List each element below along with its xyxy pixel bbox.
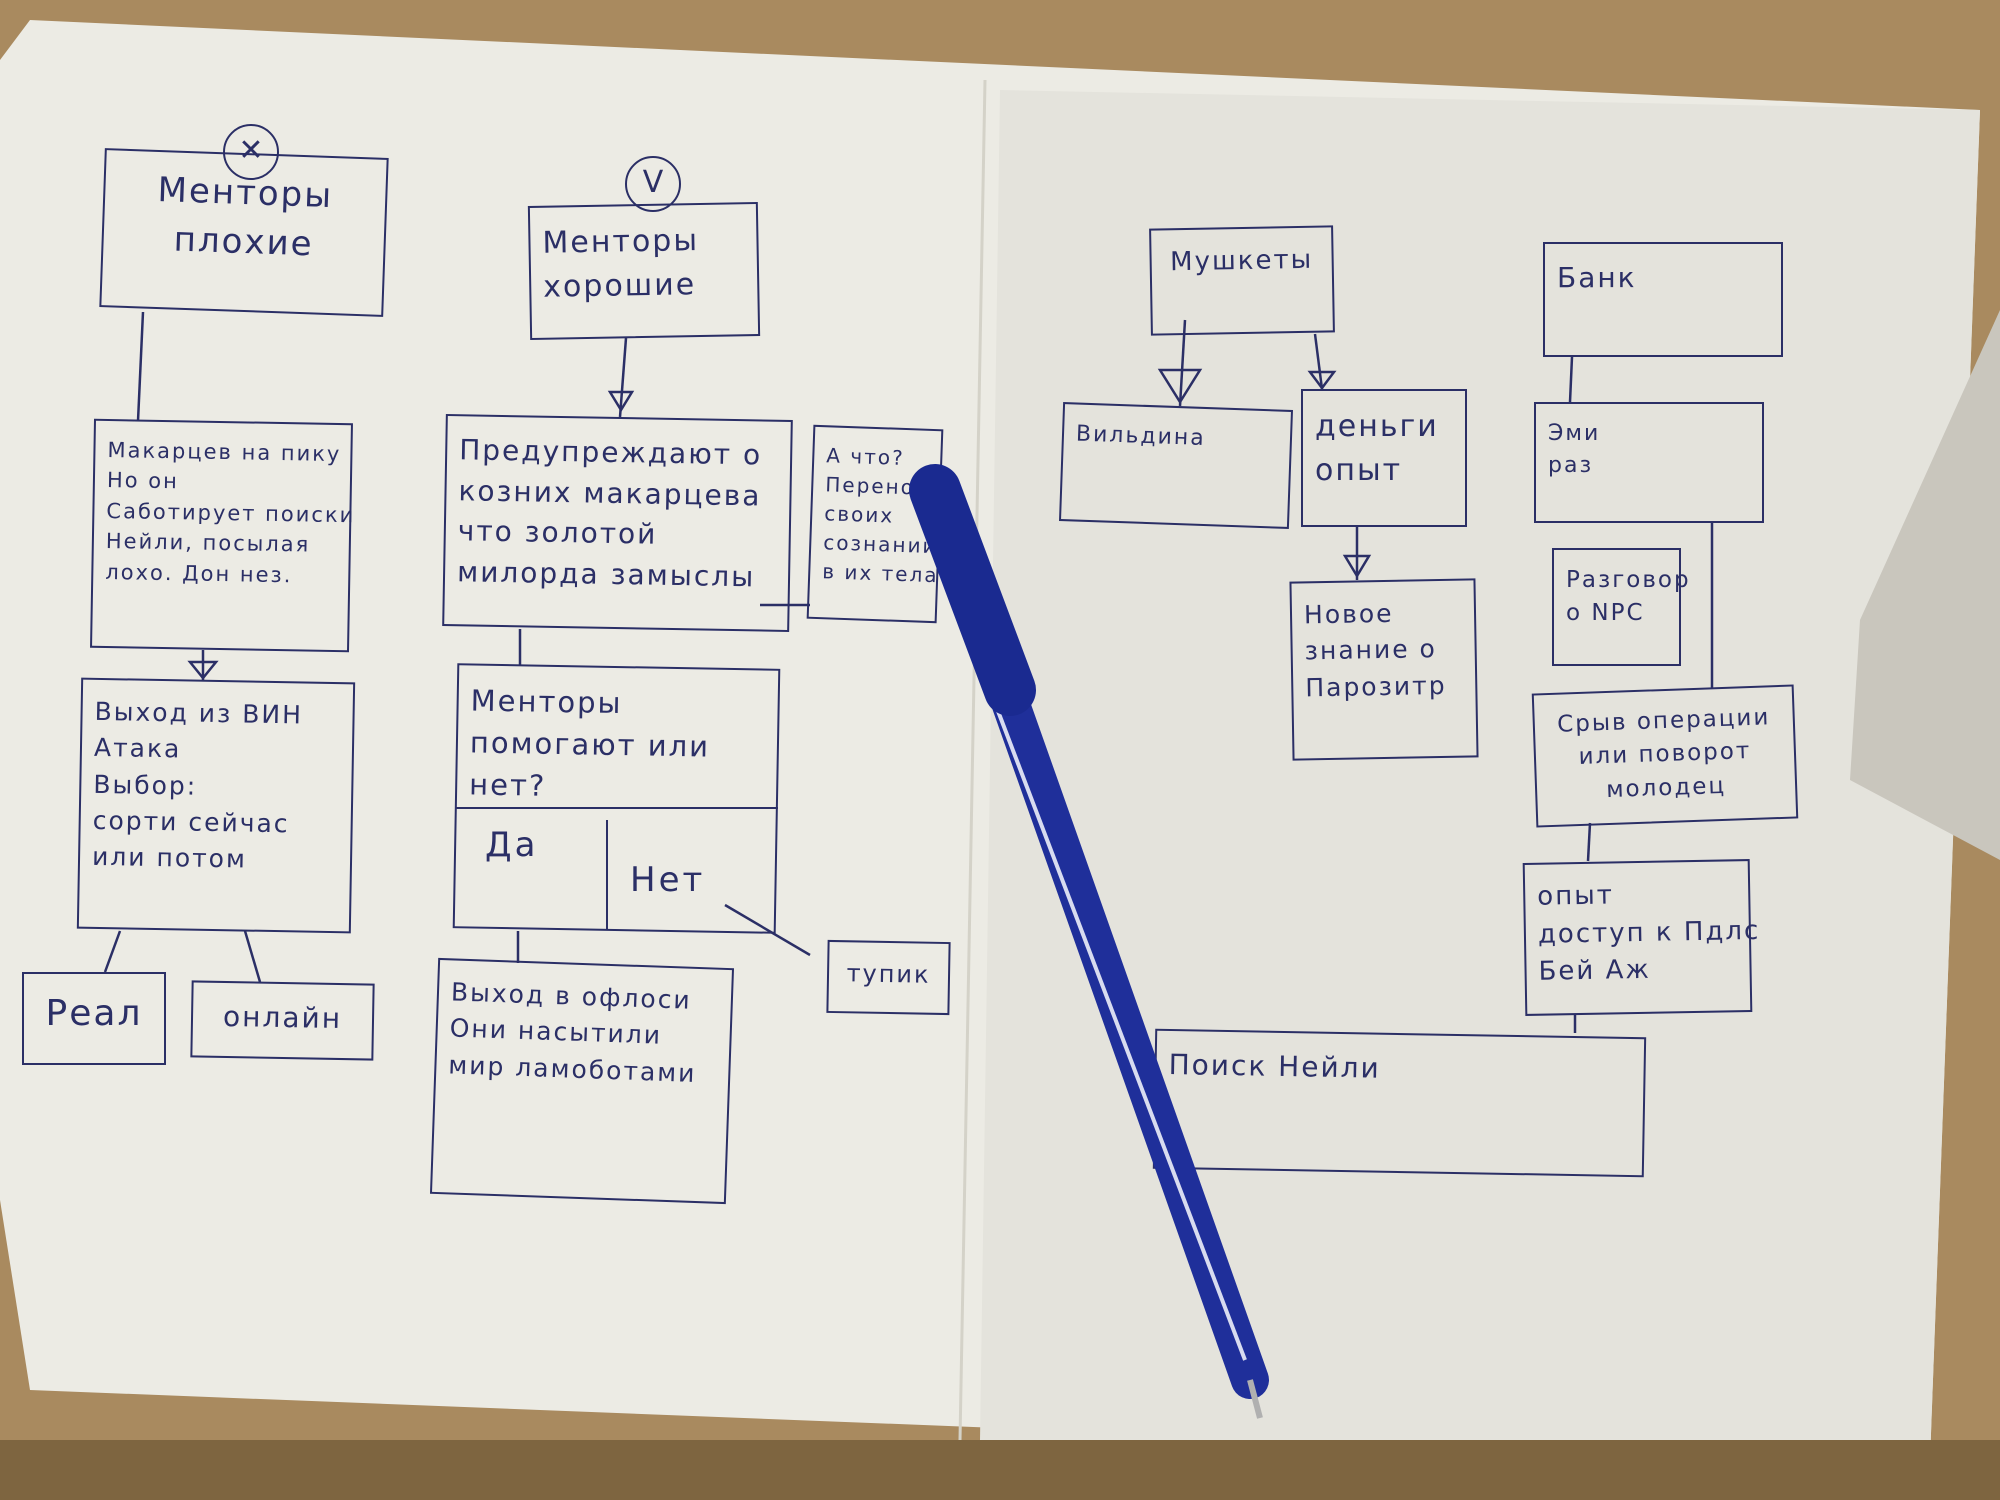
flow-box-money: деньги опыт xyxy=(1301,389,1467,527)
flow-box-real: Реал xyxy=(22,972,166,1065)
flow-box-emi: Эми раз xyxy=(1534,402,1764,523)
arrowhead xyxy=(187,660,219,680)
choice-separator xyxy=(606,820,608,930)
box-text-line: Эми xyxy=(1548,421,1601,446)
flow-box-bank: Банк xyxy=(1543,242,1783,357)
arrow-bank-to-emi xyxy=(1568,356,1574,403)
choice-divider xyxy=(455,807,778,809)
arrowhead xyxy=(1157,368,1203,405)
reject-marker-icon: ✕ xyxy=(223,124,279,180)
pen-cap xyxy=(909,464,1036,716)
laptop-edge xyxy=(1850,310,2000,860)
box-text-line: о NPC xyxy=(1566,600,1645,627)
choice-no: Нет xyxy=(630,860,706,900)
arrowhead xyxy=(607,390,635,413)
arrow-muskets-to-money xyxy=(1313,333,1324,390)
paper-fold xyxy=(958,79,987,1441)
connectors xyxy=(103,311,1714,1033)
approve-marker-icon: V xyxy=(625,156,681,212)
arrow-bad-to-makartsev xyxy=(136,311,145,422)
arrowhead xyxy=(1342,554,1372,579)
arrow-no-to-deadend xyxy=(724,903,811,957)
pen-tip xyxy=(1247,1379,1263,1419)
pen-stripe xyxy=(988,689,1247,1361)
box-text-line: раз xyxy=(1548,452,1594,478)
paper-shadow-left xyxy=(980,90,1980,1460)
arrow-good-to-warn xyxy=(618,337,628,418)
desk-bottom xyxy=(0,1440,2000,1500)
box-text-line: опыт xyxy=(1315,452,1403,488)
choice-yes: Да xyxy=(485,825,539,865)
box-text-line: Реал xyxy=(45,993,143,1034)
box-text-line: деньги xyxy=(1315,409,1439,444)
arrow-exit-to-online xyxy=(243,930,262,983)
arrow-sabotage-to-experience xyxy=(1586,822,1592,862)
arrowhead xyxy=(1307,370,1337,391)
arrow-muskets-to-vildina xyxy=(1178,319,1187,407)
arrow-exit-to-real xyxy=(103,930,122,973)
box-text-line: Банк xyxy=(1557,261,1637,294)
